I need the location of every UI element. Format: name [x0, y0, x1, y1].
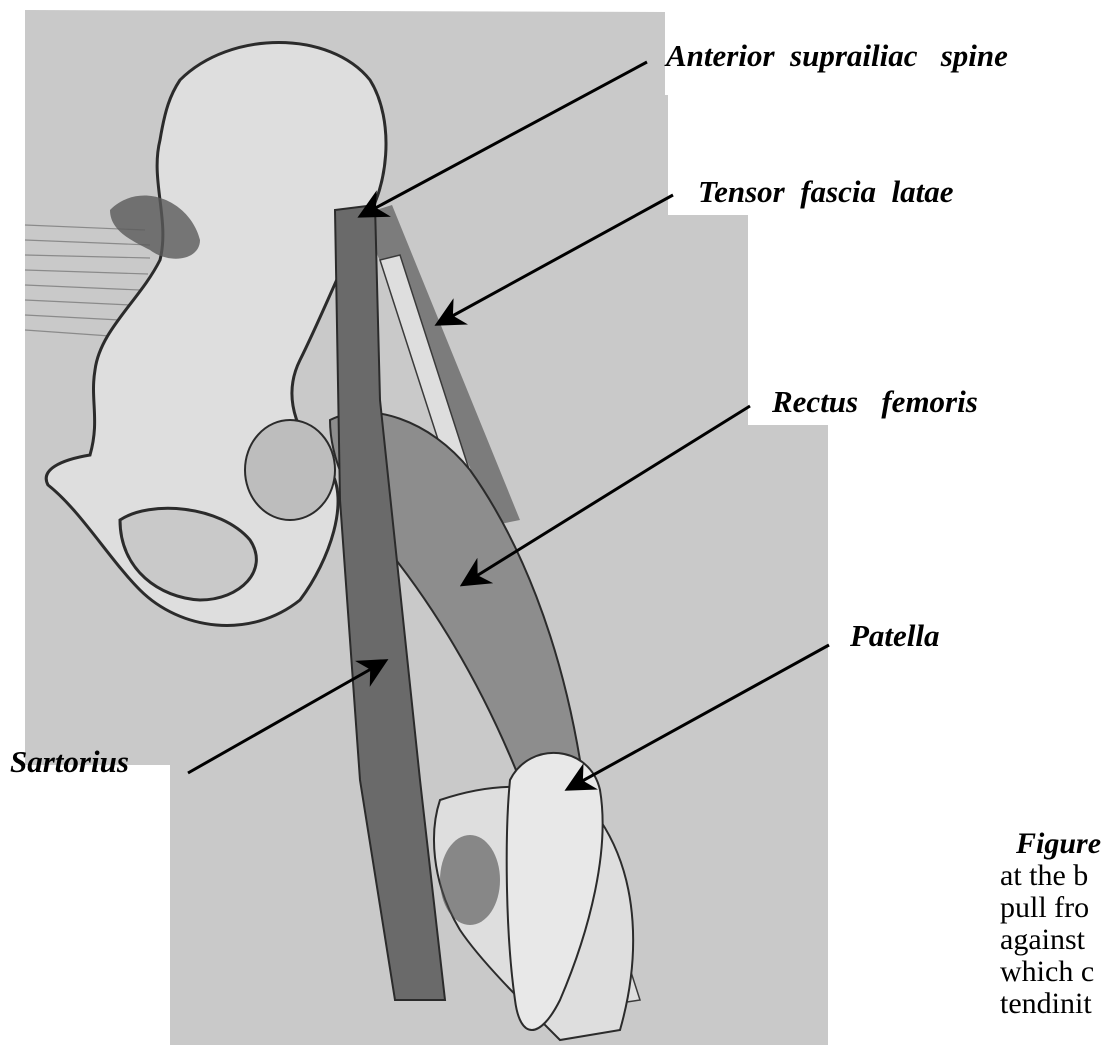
figure-caption: Figure at the b pull fro against which c…: [1016, 828, 1119, 1020]
caption-line: pull fro: [1000, 892, 1119, 924]
caption-line: against: [1000, 924, 1119, 956]
caption-figure-word: Figure: [1016, 828, 1119, 860]
knee-shadow: [440, 835, 500, 925]
label-tensor-fascia-latae: Tensor fascia latae: [698, 176, 953, 207]
label-rectus-femoris: Rectus femoris: [772, 386, 978, 417]
label-sartorius: Sartorius: [10, 746, 129, 777]
femoral-head: [245, 420, 335, 520]
caption-line: at the b: [1000, 860, 1119, 892]
caption-line: tendinit: [1000, 988, 1119, 1020]
caption-line: which c: [1000, 956, 1119, 988]
label-anterior-suprailiac-spine: Anterior suprailiac spine: [666, 40, 1008, 71]
label-patella: Patella: [850, 620, 940, 651]
